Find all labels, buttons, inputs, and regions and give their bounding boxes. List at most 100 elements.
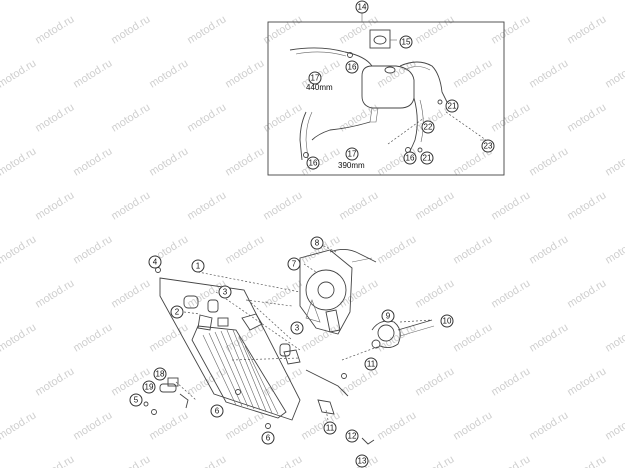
watermark-text: motod.ru <box>413 189 456 222</box>
watermark-text: motod.ru <box>33 453 76 468</box>
fan-wire <box>329 249 377 263</box>
callout-13: 13 <box>355 454 369 468</box>
watermark-text: motod.ru <box>0 233 38 266</box>
watermark-text: motod.ru <box>299 145 342 178</box>
callout-16: 16 <box>345 60 359 74</box>
callout-11-lower: 11 <box>323 421 337 435</box>
watermark-text: motod.ru <box>603 409 625 442</box>
watermark-text: motod.ru <box>0 321 38 354</box>
watermark-text: motod.ru <box>109 13 152 46</box>
length-label-390: 390mm <box>338 161 365 170</box>
watermark-text: motod.ru <box>261 453 304 468</box>
hose-17-left <box>299 111 307 161</box>
callout-5: 5 <box>129 393 143 407</box>
inset-frame <box>267 21 505 176</box>
callout-15: 15 <box>399 35 413 49</box>
radiator-cap <box>183 295 199 309</box>
svg-text:17: 17 <box>311 74 320 83</box>
watermark-text: motod.ru <box>0 0 38 3</box>
radiator <box>159 277 301 421</box>
watermark-text: motod.ru <box>527 321 570 354</box>
watermark-text: motod.ru <box>147 57 190 90</box>
watermark-text: motod.ru <box>261 277 304 310</box>
watermark-text: motod.ru <box>71 145 114 178</box>
watermark-text: motod.ru <box>413 453 456 468</box>
watermark-text: motod.ru <box>603 321 625 354</box>
svg-text:22: 22 <box>424 123 433 132</box>
callout-11-upper: 11 <box>364 357 378 371</box>
watermark-text: motod.ru <box>375 233 418 266</box>
svg-text:15: 15 <box>402 38 411 47</box>
watermark-text: motod.ru <box>603 57 625 90</box>
callout-22: 22 <box>421 120 435 134</box>
watermark-text: motod.ru <box>147 0 190 3</box>
svg-text:13: 13 <box>358 457 367 466</box>
callout-4: 4 <box>148 255 162 269</box>
watermark-text: motod.ru <box>185 365 228 398</box>
screw-6-right <box>341 373 347 379</box>
svg-text:12: 12 <box>348 432 357 441</box>
callout-8: 8 <box>310 236 324 250</box>
hose-vent <box>399 61 449 105</box>
callout-21: 21 <box>445 99 459 113</box>
hose-upper-inner <box>295 51 347 57</box>
watermark-text: motod.ru <box>185 189 228 222</box>
watermark-text: motod.ru <box>337 277 380 310</box>
watermark-text: motod.ru <box>489 277 532 310</box>
watermark-text: motod.ru <box>565 365 608 398</box>
callout-17-lower: 17 <box>345 147 359 161</box>
screw-6-bottom <box>265 423 271 429</box>
part-15-icon <box>369 29 397 49</box>
watermark-text: motod.ru <box>299 0 342 3</box>
grommet-3-top <box>207 299 219 313</box>
watermark-text: motod.ru <box>109 453 152 468</box>
svg-text:16: 16 <box>406 154 415 163</box>
watermark-text: motod.ru <box>527 409 570 442</box>
watermark-text: motod.ru <box>261 189 304 222</box>
watermark-text: motod.ru <box>565 453 608 468</box>
callout-16-left: 16 <box>306 156 320 170</box>
clamp-11-upper <box>371 339 381 349</box>
callout-21-lower: 21 <box>420 151 434 165</box>
callout-17: 17 <box>308 71 322 85</box>
watermark-text: motod.ru <box>375 0 418 3</box>
watermark-text: motod.ru <box>565 277 608 310</box>
callout-16-right: 16 <box>403 151 417 165</box>
svg-text:16: 16 <box>348 63 357 72</box>
clamp-16-left <box>303 152 309 158</box>
watermark-text: motod.ru <box>109 277 152 310</box>
watermark-text: motod.ru <box>527 233 570 266</box>
callout-6-bottom: 6 <box>261 431 275 445</box>
svg-text:21: 21 <box>423 154 432 163</box>
callout-18: 18 <box>153 367 167 381</box>
screw-21-a <box>437 99 443 105</box>
svg-text:14: 14 <box>358 3 367 12</box>
callout-12: 12 <box>345 429 359 443</box>
watermark-text: motod.ru <box>109 101 152 134</box>
callout-23: 23 <box>481 139 495 153</box>
watermark-text: motod.ru <box>489 189 532 222</box>
watermark-text: motod.ru <box>185 453 228 468</box>
screw-5 <box>143 401 149 407</box>
callout-7: 7 <box>287 257 301 271</box>
hose-9 <box>371 320 401 349</box>
svg-text:17: 17 <box>348 150 357 159</box>
watermark-text: motod.ru <box>451 321 494 354</box>
watermark-text: motod.ru <box>451 409 494 442</box>
watermark-text: motod.ru <box>185 101 228 134</box>
lower-hoses <box>305 319 435 445</box>
svg-text:19: 19 <box>145 383 154 392</box>
screw-21-b <box>417 147 423 153</box>
watermark-text: motod.ru <box>413 277 456 310</box>
svg-text:10: 10 <box>443 317 452 326</box>
watermark-text: motod.ru <box>33 101 76 134</box>
bracket <box>179 393 189 409</box>
length-label-440: 440mm <box>306 83 333 92</box>
watermark-text: motod.ru <box>147 145 190 178</box>
hose-upper <box>289 47 373 67</box>
hose-17-lower <box>311 121 371 141</box>
watermark-text: motod.ru <box>109 189 152 222</box>
callout-3-top: 3 <box>218 285 232 299</box>
watermark-text: motod.ru <box>451 233 494 266</box>
